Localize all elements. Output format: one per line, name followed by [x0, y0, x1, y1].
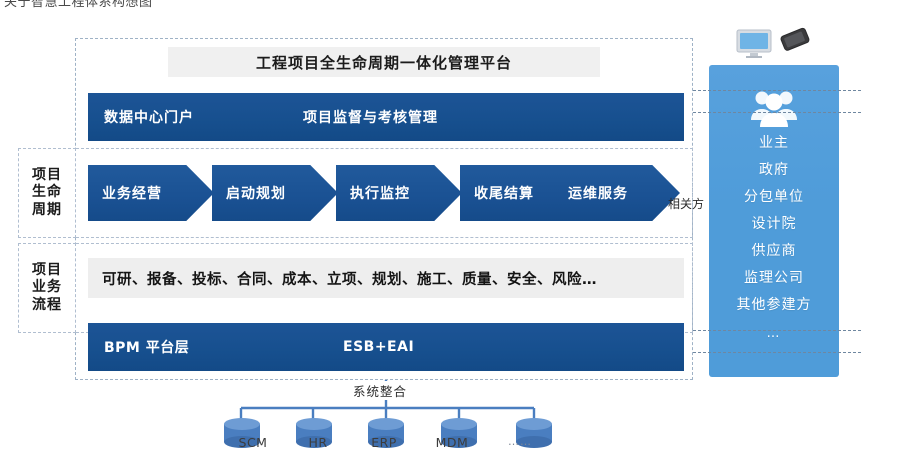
connector-dashed-line-top-1 [693, 90, 861, 91]
device-icons-group [725, 26, 825, 62]
system-label-hr: HR [308, 435, 328, 450]
stakeholder-item-2[interactable]: 政府 [759, 162, 789, 178]
stage-chevron-2[interactable]: 启动规划 [212, 165, 338, 221]
portal-center-label: 项目监督与考核管理 [303, 110, 438, 126]
stakeholder-item-5[interactable]: 供应商 [751, 243, 797, 259]
people-group-icon [751, 91, 797, 127]
stakeholder-ellipsis: … [766, 326, 782, 341]
process-label-line-3: 流程 [32, 296, 62, 313]
stage-chevron-1[interactable]: 业务经营 [88, 165, 214, 221]
sidebar-label-business-process: 项目 业务 流程 [18, 243, 76, 333]
database-cylinder-5 [516, 418, 552, 448]
system-label-erp: ERP [371, 435, 397, 450]
device-icons-svg [736, 27, 810, 58]
stage-chevron-5[interactable]: 运维服务 [554, 165, 680, 221]
process-label-text: 项目 业务 流程 [19, 244, 75, 332]
related-party-label: 相关方 [668, 197, 705, 211]
lifecycle-label-text: 项目 生命 周期 [19, 149, 75, 237]
database-cylinder-3 [368, 418, 404, 448]
process-label-line-1: 项目 [32, 262, 62, 279]
lifecycle-label-line-1: 项目 [32, 167, 62, 184]
data-center-portal-band: 数据中心门户 项目监督与考核管理 [88, 93, 684, 141]
stakeholder-item-6[interactable]: 监理公司 [744, 270, 804, 286]
lifecycle-label-line-2: 生命 [32, 184, 62, 201]
page-title: 工程项目全生命周期一体化管理平台 [168, 47, 600, 77]
bpm-center-label: ESB+EAI [343, 339, 415, 355]
stakeholder-item-4[interactable]: 设计院 [751, 216, 797, 232]
database-cylinder-4 [441, 418, 477, 448]
mobile-phone-icon [780, 27, 810, 51]
system-label-scm: SCM [238, 435, 268, 450]
desktop-monitor-icon [736, 29, 772, 58]
bpm-left-label: BPM 平台层 [104, 340, 190, 356]
sidebar-label-lifecycle: 项目 生命 周期 [18, 148, 76, 238]
system-integration-label: 系统整合 [350, 381, 411, 400]
system-label-mdm: MDM [435, 435, 469, 450]
connector-dashed-line-bottom-1 [693, 330, 861, 331]
page-caption: 关于智慧工程体系构想图 [4, 0, 153, 10]
portal-left-label: 数据中心门户 [104, 110, 194, 126]
stakeholder-item-3[interactable]: 分包单位 [744, 189, 804, 205]
lifecycle-stage-row: 业务经营 启动规划 执行监控 收尾结算 运维服务 [88, 165, 688, 221]
database-cylinder-2 [296, 418, 332, 448]
system-integration-tree [216, 380, 636, 464]
stage-chevron-3[interactable]: 执行监控 [336, 165, 462, 221]
stakeholder-item-1[interactable]: 业主 [759, 135, 789, 151]
connector-dashed-line-bottom-2 [693, 352, 861, 353]
database-cylinder-1 [224, 418, 260, 448]
process-label-line-2: 业务 [32, 279, 62, 296]
connector-dashed-line-top-2 [693, 112, 861, 113]
integration-tree-svg [224, 380, 552, 448]
system-label-more: …… [508, 435, 532, 448]
stakeholder-panel: 业主 政府 分包单位 设计院 供应商 监理公司 其他参建方 … [709, 65, 839, 377]
business-process-strip: 可研、报备、投标、合同、成本、立项、规划、施工、质量、安全、风险… [88, 258, 684, 298]
bpm-platform-band: BPM 平台层 ESB+EAI [88, 323, 684, 371]
lifecycle-label-line-3: 周期 [32, 201, 62, 218]
stakeholder-item-7[interactable]: 其他参建方 [736, 297, 812, 313]
